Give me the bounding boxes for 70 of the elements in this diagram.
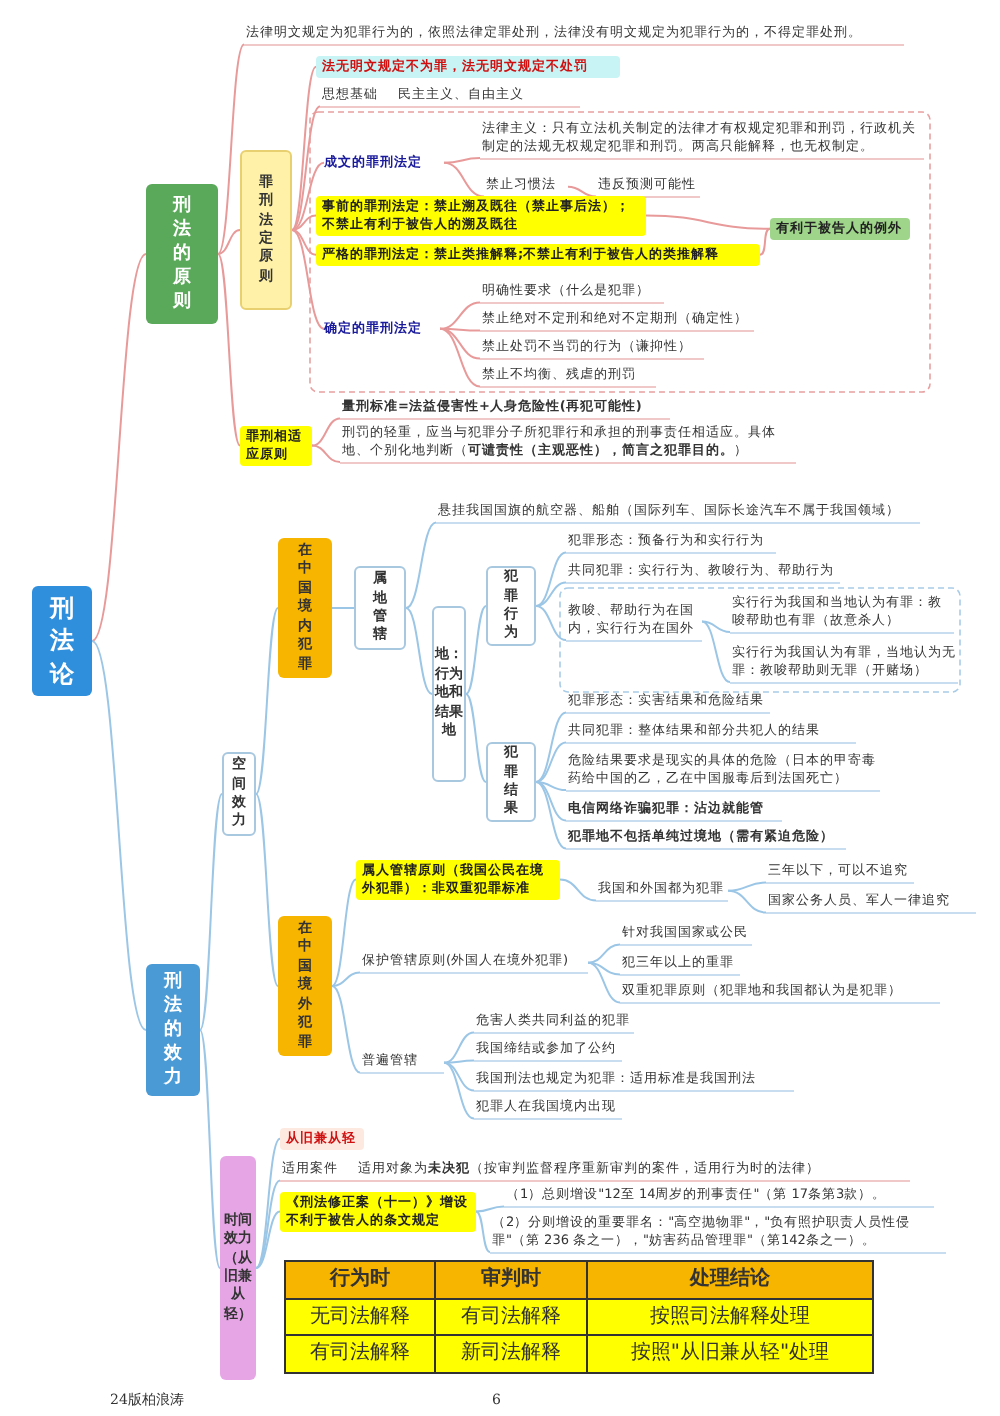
- connector-line: [465, 605, 487, 695]
- table-header-cell: 行为时: [285, 1261, 436, 1298]
- connector-line: [535, 741, 567, 783]
- connector-line: [567, 185, 597, 198]
- connector-line: [217, 43, 245, 255]
- table-cell: 按照"从旧兼从轻"处理: [586, 1335, 873, 1372]
- connector-line: [535, 781, 567, 850]
- connector-line: [217, 253, 241, 447]
- connector-line: [439, 327, 481, 388]
- connector-line: [291, 65, 317, 231]
- connector-line: [331, 878, 357, 987]
- table-cell: 有司法解释: [435, 1298, 587, 1335]
- connector-line: [587, 961, 621, 1004]
- connector-line: [535, 605, 567, 642]
- connector-line: [443, 157, 481, 164]
- connector-line: [535, 781, 567, 822]
- branch-box: 刑法的原则: [146, 184, 218, 324]
- connector-line: [535, 781, 567, 792]
- connector-line: [701, 620, 731, 634]
- connector-line: [291, 229, 317, 256]
- connector-line: [443, 1059, 475, 1064]
- connector-line: [475, 1205, 505, 1213]
- table-header-cell: 审判时: [435, 1261, 587, 1298]
- connector-line: [291, 229, 325, 330]
- connector-line: [91, 253, 147, 642]
- table-cell: 有司法解释: [285, 1335, 436, 1372]
- connector-line: [217, 229, 241, 255]
- connector-line: [255, 607, 279, 795]
- connector-line: [199, 793, 223, 1031]
- connector-line: [255, 793, 279, 987]
- connector-line: [443, 1031, 475, 1064]
- connector-line: [443, 1061, 475, 1120]
- connector-line: [255, 1137, 281, 1269]
- connector-line: [535, 711, 567, 783]
- table-header-cell: 处理结论: [586, 1261, 873, 1298]
- connector-line: [255, 1179, 281, 1269]
- connector-line: [331, 985, 361, 1074]
- connector-line: [535, 551, 567, 607]
- connector-line: [91, 640, 147, 1031]
- connector-line: [587, 943, 621, 964]
- connector-line: [439, 301, 481, 330]
- connector-line: [291, 105, 321, 231]
- connector-line: [439, 327, 481, 332]
- connector-line: [727, 889, 767, 914]
- connector-line: [759, 227, 771, 256]
- connector-line: [535, 581, 567, 607]
- branch-box: 刑法的效力: [146, 964, 200, 1096]
- table-cell: 无司法解释: [285, 1298, 436, 1335]
- connector-line: [645, 214, 771, 230]
- connector-line: [405, 607, 433, 695]
- connector-line: [443, 161, 485, 198]
- connector-line: [199, 1029, 221, 1269]
- connector-line: [331, 607, 355, 609]
- table-cell: 新司法解释: [435, 1335, 587, 1372]
- table-cell: 按照司法解释处理: [586, 1298, 873, 1335]
- connector-line: [443, 1061, 475, 1092]
- title-box: 刑法论: [32, 586, 92, 696]
- connector-line: [587, 961, 621, 976]
- connector-line: [311, 444, 341, 464]
- connector-line: [255, 1210, 281, 1269]
- connector-line: [475, 1210, 491, 1254]
- connector-line: [727, 881, 767, 892]
- connector-line: [405, 521, 437, 609]
- connector-line: [311, 417, 341, 447]
- connector-line: [291, 214, 317, 231]
- connector-line: [465, 693, 487, 783]
- connector-line: [439, 327, 481, 360]
- connector-line: [559, 878, 597, 902]
- connector-line: [291, 161, 325, 231]
- connector-line: [331, 971, 361, 987]
